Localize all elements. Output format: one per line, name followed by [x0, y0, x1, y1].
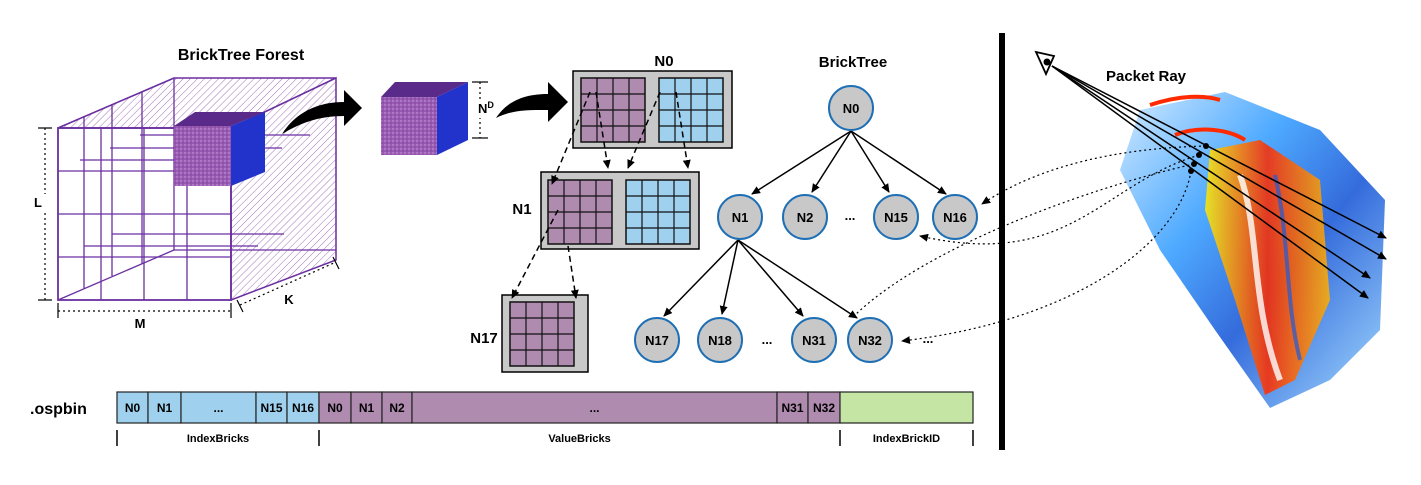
- dimension-m: M: [57, 303, 232, 331]
- ospbin-cell: [381, 391, 413, 424]
- tree-node-n31: N31: [791, 317, 837, 363]
- ospbin-cell-label: ...: [589, 401, 599, 415]
- ospbin-cell-label: N1: [157, 401, 173, 415]
- svg-text:K: K: [284, 292, 294, 307]
- bricktree-forest: BrickTree Forest: [30, 47, 362, 331]
- ospbin-cell-label: N15: [260, 401, 282, 415]
- brick-n0-index-grid: [658, 77, 724, 143]
- ospbin-cell-label: ...: [213, 401, 223, 415]
- forest-to-brick-arrow: [282, 90, 362, 134]
- eye-icon: [1034, 50, 1056, 77]
- ospbin-cell-label: N1: [359, 401, 375, 415]
- brick-label-n17: N17: [470, 330, 498, 347]
- ospbin-cell: [839, 391, 974, 424]
- svg-text:L: L: [34, 195, 42, 210]
- ospbin-section-label: IndexBricks: [187, 433, 249, 445]
- tree-trailing-ellipsis: ...: [923, 331, 934, 346]
- ospbin-cell: [411, 391, 778, 424]
- brick-pointers: [511, 91, 691, 299]
- forest-highlight-brick: [174, 112, 265, 186]
- ospbin-cell-label: N2: [389, 401, 405, 415]
- bricktree-graph: BrickTree N0 N1 N2 ... N15: [634, 54, 978, 363]
- brick-n1-index-grid: [625, 179, 691, 245]
- ospbin-cell: [116, 391, 149, 424]
- ospbin-cell-label: N31: [781, 401, 803, 415]
- tree-node-n0: N0: [828, 85, 874, 131]
- ospbin-cell: [350, 391, 383, 424]
- svg-text:N18: N18: [708, 333, 732, 348]
- sample-connectors: [851, 145, 1207, 345]
- tree-node-n15: N15: [873, 194, 919, 240]
- ospbin-cell: [286, 391, 320, 424]
- brick-label-n0: N0: [654, 53, 673, 70]
- brick-n0-value-grid: [580, 77, 646, 143]
- packet-rays: [1051, 65, 1387, 299]
- svg-text:N2: N2: [797, 210, 814, 225]
- brick-to-n0-arrow: [496, 82, 568, 122]
- ospbin-sections: IndexBricks ValueBricks IndexBrickID: [116, 430, 974, 446]
- tree-node-n16: N16: [932, 194, 978, 240]
- tree-node-n17: N17: [634, 317, 680, 363]
- tree-node-n2: N2: [782, 194, 828, 240]
- tree-level2-ellipsis: ...: [762, 332, 773, 347]
- tree-node-n32: N32: [847, 317, 893, 363]
- dimension-l: L: [30, 127, 52, 301]
- tree-edges: [663, 130, 947, 319]
- svg-text:N31: N31: [802, 333, 826, 348]
- ospbin-label: .ospbin: [30, 401, 87, 418]
- svg-text:M: M: [135, 316, 146, 331]
- brick-label-n1: N1: [512, 201, 531, 218]
- single-brick: ND: [381, 81, 568, 155]
- nd-label: ND: [478, 100, 494, 116]
- tree-node-n1: N1: [717, 194, 763, 240]
- ospbin-section-label: ValueBricks: [548, 433, 610, 445]
- svg-text:N1: N1: [732, 210, 749, 225]
- svg-text:N15: N15: [884, 210, 908, 225]
- brick-hierarchy: N0 N1 N17: [470, 53, 733, 373]
- tree-title: BrickTree: [819, 54, 887, 71]
- dimension-k: K: [236, 256, 340, 313]
- vertical-divider: [999, 33, 1005, 450]
- ospbin-cell: [255, 391, 288, 424]
- ospbin-cell-label: N0: [327, 401, 343, 415]
- svg-text:N32: N32: [858, 333, 882, 348]
- brick-n1-value-grid: [547, 179, 613, 245]
- volume-rendering: Packet Ray: [1034, 50, 1387, 408]
- forest-title: BrickTree Forest: [178, 47, 305, 64]
- ospbin-section-label: IndexBrickID: [873, 433, 940, 445]
- ospbin-cells: N0 N1... N15 N16 N0 N1 N2... N31 N32: [116, 391, 974, 424]
- svg-text:N17: N17: [645, 333, 669, 348]
- ospbin-cell-label: N16: [292, 401, 314, 415]
- svg-text:N16: N16: [943, 210, 967, 225]
- ospbin-layout: .ospbin N0 N1... N15 N16 N0 N1 N2... N31 N32 Ind…: [30, 391, 974, 446]
- ospbin-cell-label: N32: [813, 401, 835, 415]
- ospbin-cell: [318, 391, 352, 424]
- brick-n17-value-grid: [509, 301, 575, 367]
- volume-hot-region: [1205, 140, 1330, 395]
- packet-ray-title: Packet Ray: [1106, 68, 1187, 85]
- tree-node-n18: N18: [697, 317, 743, 363]
- tree-level1-ellipsis: ...: [845, 208, 856, 223]
- ospbin-cell-label: N0: [125, 401, 141, 415]
- ospbin-cell: [776, 391, 809, 424]
- svg-text:N0: N0: [843, 101, 860, 116]
